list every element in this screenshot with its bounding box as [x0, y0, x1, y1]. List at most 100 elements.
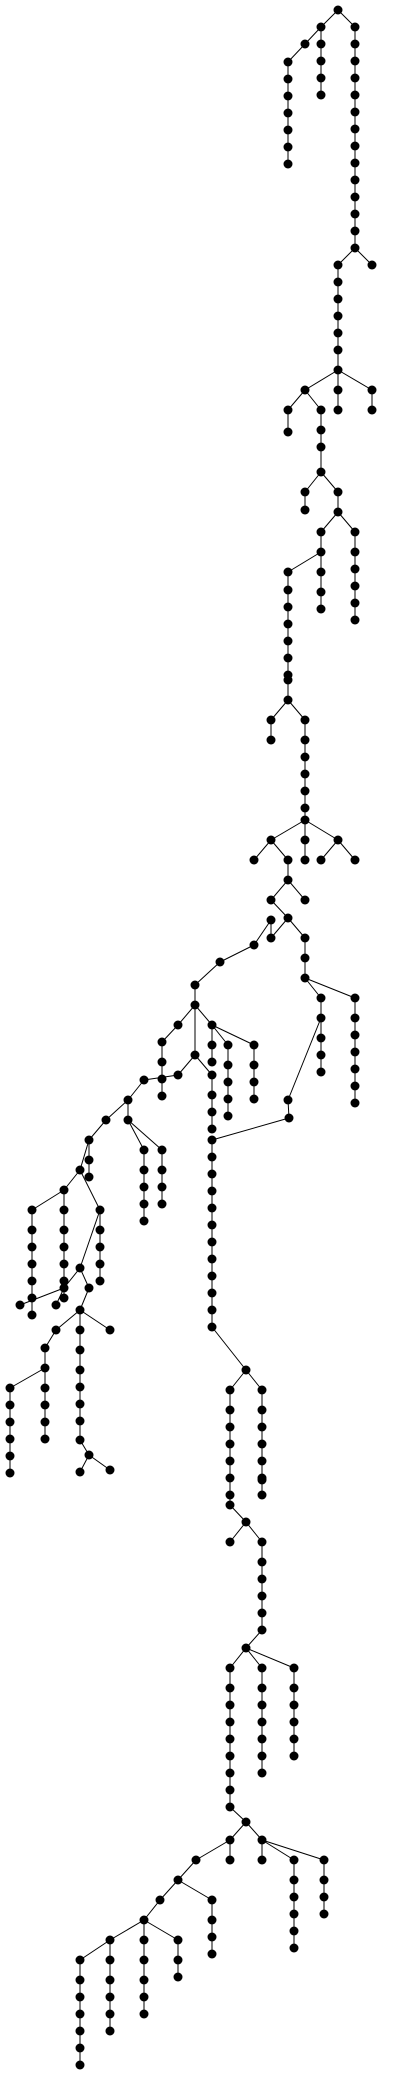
tree-node [333, 365, 343, 375]
tree-node [190, 1050, 200, 1060]
tree-node [225, 1422, 235, 1432]
tree-node [316, 39, 326, 49]
tree-node [257, 1683, 267, 1693]
tree-node [207, 1135, 217, 1145]
tree-node [207, 1090, 217, 1100]
tree-node [350, 547, 360, 557]
tree-node [283, 695, 293, 705]
tree-node [105, 2026, 115, 2036]
tree-node [5, 1468, 15, 1478]
tree-edge [211, 1326, 247, 1371]
tree-edge [253, 919, 272, 946]
tree-node [207, 1322, 217, 1332]
tree-node [241, 1643, 251, 1653]
tree-node [316, 1050, 326, 1060]
tree-node [350, 598, 360, 608]
tree-node [319, 1892, 329, 1902]
tree-node [300, 752, 310, 762]
tree-node [225, 1456, 235, 1466]
tree-node [257, 1439, 267, 1449]
tree-node [27, 1242, 37, 1252]
tree-node [191, 1855, 201, 1865]
tree-edge [127, 1119, 163, 1151]
tree-node [139, 1915, 149, 1925]
tree-node [333, 345, 343, 355]
tree-node [249, 1094, 259, 1104]
tree-node [316, 73, 326, 83]
tree-node [350, 1098, 360, 1108]
tree-node [350, 1030, 360, 1040]
tree-node [283, 675, 293, 685]
tree-node [350, 581, 360, 591]
tree-node [207, 1288, 217, 1298]
tree-node [350, 209, 360, 219]
tree-edge [79, 1939, 111, 1961]
tree-node [223, 1077, 233, 1087]
tree-node [283, 653, 293, 663]
tree-node [75, 1382, 85, 1392]
tree-node [27, 1310, 37, 1320]
tree-node [75, 1345, 85, 1355]
tree-node [333, 385, 343, 395]
tree-node [207, 1152, 217, 1162]
tree-node [350, 564, 360, 574]
tree-node [350, 527, 360, 537]
tree-edge [19, 1287, 65, 1306]
tree-edge [55, 1309, 81, 1331]
tree-edge [211, 1024, 255, 1046]
tree-node [300, 385, 310, 395]
tree-node [283, 142, 293, 152]
tree-node [40, 1434, 50, 1444]
tree-node [283, 1095, 293, 1105]
tree-node [105, 1465, 115, 1475]
tree-node [333, 328, 343, 338]
tree-edge [219, 944, 255, 963]
tree-edge [261, 1839, 295, 1861]
tree-node [350, 22, 360, 32]
tree-edge [287, 551, 322, 573]
tree-node [249, 855, 259, 865]
tree-node [139, 1199, 149, 1209]
tree-node [289, 1663, 299, 1673]
tree-node [215, 957, 225, 967]
tree-node [223, 1094, 233, 1104]
tree-node [157, 1165, 167, 1175]
tree-node [283, 91, 293, 101]
tree-node [173, 1972, 183, 1982]
tree-node [75, 2060, 85, 2070]
tree-node [289, 1909, 299, 1919]
tree-node [75, 1955, 85, 1965]
tree-node [367, 405, 377, 415]
tree-node [319, 1909, 329, 1919]
tree-node [257, 1385, 267, 1395]
tree-node [266, 835, 276, 845]
tree-node [283, 636, 293, 646]
tree-node [257, 1490, 267, 1500]
tree-node [350, 855, 360, 865]
tree-node [257, 1625, 267, 1635]
tree-node [95, 1259, 105, 1269]
tree-node [139, 1975, 149, 1985]
tree-node [257, 1663, 267, 1673]
tree-node [27, 1205, 37, 1215]
tree-node [225, 1855, 235, 1865]
tree-node [95, 1225, 105, 1235]
tree-node [316, 604, 326, 614]
tree-node [289, 1700, 299, 1710]
tree-node [367, 385, 377, 395]
tree-node [316, 1033, 326, 1043]
tree-node [59, 1293, 69, 1303]
tree-node [207, 1186, 217, 1196]
tree-edge [79, 1169, 101, 1211]
tree-node [350, 90, 360, 100]
tree-node [350, 39, 360, 49]
tree-node [316, 442, 326, 452]
tree-node [95, 1242, 105, 1252]
tree-node [59, 1242, 69, 1252]
tree-node [333, 311, 343, 321]
tree-node [105, 1935, 115, 1945]
tree-node [289, 1683, 299, 1693]
tree-node [350, 175, 360, 185]
tree-node [173, 1875, 183, 1885]
tree-node [207, 1040, 217, 1050]
